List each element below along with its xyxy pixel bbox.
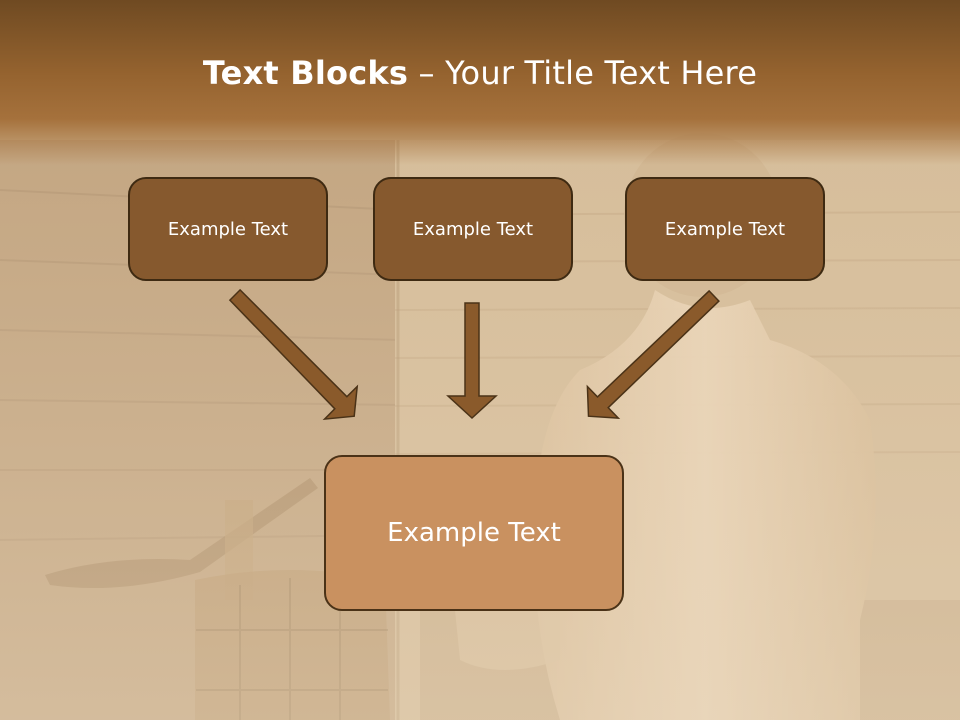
text-box-bottom: Example Text bbox=[324, 455, 624, 611]
text-box-top-left: Example Text bbox=[128, 177, 328, 281]
text-box-top-right-label: Example Text bbox=[664, 218, 786, 240]
header-band bbox=[0, 0, 960, 165]
slide-title: Text Blocks – Your Title Text Here bbox=[0, 54, 960, 92]
title-separator: – bbox=[408, 54, 446, 92]
arrow-right-diagonal bbox=[586, 289, 720, 419]
arrow-left-diagonal bbox=[228, 288, 359, 421]
text-box-top-right: Example Text bbox=[625, 177, 825, 281]
text-box-top-center-label: Example Text bbox=[412, 218, 534, 240]
text-box-top-left-label: Example Text bbox=[167, 218, 289, 240]
text-box-top-center: Example Text bbox=[373, 177, 573, 281]
text-box-bottom-label: Example Text bbox=[387, 518, 561, 548]
arrow-center-down bbox=[446, 302, 498, 420]
title-bold: Text Blocks bbox=[202, 54, 409, 92]
title-regular: Your Title Text Here bbox=[445, 54, 758, 92]
